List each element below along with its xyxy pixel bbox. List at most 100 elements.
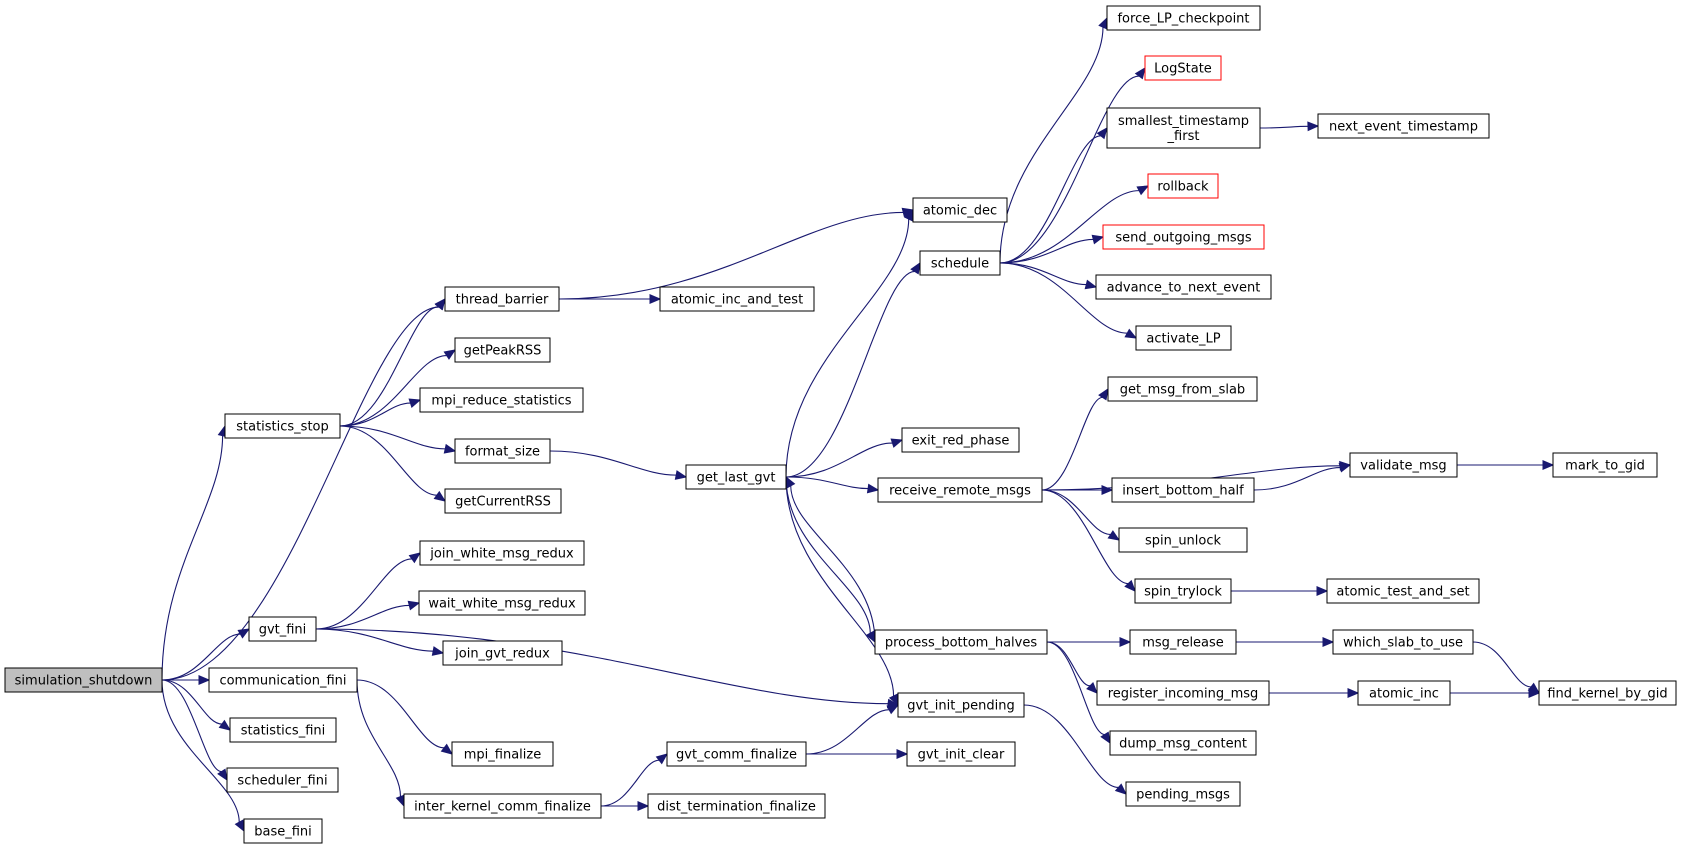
node-find_kernel_by_gid[interactable]: find_kernel_by_gid [1538, 680, 1677, 706]
node-gvt_init_pending[interactable]: gvt_init_pending [897, 692, 1025, 718]
node-validate_msg[interactable]: validate_msg [1349, 452, 1458, 478]
node-box [912, 197, 1008, 223]
edge-schedule-to-rollback [999, 185, 1150, 264]
node-communication_fini[interactable]: communication_fini [208, 667, 358, 693]
edge-get_last_gvt-to-atomic_dec [785, 208, 914, 478]
node-rollback[interactable]: rollback [1147, 173, 1219, 199]
edge-receive_remote_msgs-to-spin_unlock [1041, 489, 1121, 541]
node-format_size[interactable]: format_size [454, 438, 551, 464]
node-advance_to_next_event[interactable]: advance_to_next_event [1095, 274, 1272, 300]
node-label: validate_msg [1360, 459, 1446, 474]
edge-statistics_stop-to-getCurrentRSS [339, 425, 447, 502]
edge-receive_remote_msgs-to-insert_bottom_half [1042, 485, 1114, 495]
node-box [1106, 5, 1261, 31]
node-exit_red_phase[interactable]: exit_red_phase [901, 427, 1020, 453]
node-dist_termination_finalize[interactable]: dist_termination_finalize [647, 793, 826, 819]
node-getPeakRSS[interactable]: getPeakRSS [454, 337, 551, 363]
node-atomic_dec[interactable]: atomic_dec [912, 197, 1008, 223]
node-mpi_finalize[interactable]: mpi_finalize [451, 741, 554, 767]
node-next_event_timestamp[interactable]: next_event_timestamp [1317, 113, 1490, 139]
node-box [1147, 173, 1219, 199]
node-label: gvt_comm_finalize [676, 748, 797, 763]
node-activate_LP[interactable]: activate_LP [1135, 325, 1232, 351]
node-gvt_comm_finalize[interactable]: gvt_comm_finalize [666, 741, 807, 767]
node-box [874, 629, 1048, 655]
node-atomic_inc[interactable]: atomic_inc [1357, 680, 1451, 706]
node-spin_unlock[interactable]: spin_unlock [1118, 527, 1248, 553]
node-simulation_shutdown[interactable]: simulation_shutdown [4, 667, 163, 693]
node-wait_white_msg_redux[interactable]: wait_white_msg_redux [418, 590, 586, 616]
node-join_white_msg_redux[interactable]: join_white_msg_redux [419, 540, 585, 566]
node-box [444, 286, 560, 312]
node-get_msg_from_slab[interactable]: get_msg_from_slab [1107, 376, 1258, 402]
edge-spin_trylock-to-atomic_test_and_set [1231, 586, 1329, 596]
node-getCurrentRSS[interactable]: getCurrentRSS [444, 488, 562, 514]
node-box [1095, 274, 1272, 300]
edge-gvt_fini-to-join_white_msg_redux [315, 552, 422, 630]
node-inter_kernel_comm_finalize[interactable]: inter_kernel_comm_finalize [403, 793, 602, 819]
node-insert_bottom_half[interactable]: insert_bottom_half [1111, 477, 1255, 503]
node-smallest_timestamp_first[interactable]: smallest_timestamp_first [1106, 107, 1261, 149]
edge-schedule-to-advance_to_next_event [999, 262, 1098, 290]
node-get_last_gvt[interactable]: get_last_gvt [685, 464, 787, 490]
node-join_gvt_redux[interactable]: join_gvt_redux [442, 640, 563, 666]
node-pending_msgs[interactable]: pending_msgs [1125, 781, 1241, 807]
node-box [1134, 578, 1232, 604]
node-label: gvt_fini [259, 623, 307, 638]
node-box [4, 667, 163, 693]
edge-insert_bottom_half-to-validate_msg [1253, 462, 1352, 491]
node-mpi_reduce_statistics[interactable]: mpi_reduce_statistics [419, 387, 584, 413]
node-process_bottom_halves[interactable]: process_bottom_halves [874, 629, 1048, 655]
node-gvt_init_clear[interactable]: gvt_init_clear [906, 741, 1016, 767]
node-box [1096, 680, 1270, 706]
node-msg_release[interactable]: msg_release [1129, 629, 1237, 655]
node-atomic_test_and_set[interactable]: atomic_test_and_set [1326, 578, 1480, 604]
node-LogState[interactable]: LogState [1144, 55, 1222, 81]
node-box [208, 667, 358, 693]
node-which_slab_to_use[interactable]: which_slab_to_use [1332, 629, 1474, 655]
node-box [229, 717, 337, 743]
node-box [1109, 730, 1257, 756]
edge-smallest_timestamp_first-to-next_event_timestamp [1259, 121, 1320, 132]
node-label: getPeakRSS [464, 344, 542, 359]
node-label: thread_barrier [456, 293, 549, 308]
node-label: insert_bottom_half [1122, 484, 1244, 499]
node-scheduler_fini[interactable]: scheduler_fini [226, 767, 339, 793]
node-label: getCurrentRSS [455, 495, 551, 510]
node-force_LP_checkpoint[interactable]: force_LP_checkpoint [1106, 5, 1261, 31]
node-box [226, 767, 339, 793]
node-label: communication_fini [219, 674, 346, 689]
edge-schedule-to-activate_LP [999, 262, 1138, 339]
node-statistics_fini[interactable]: statistics_fini [229, 717, 337, 743]
node-atomic_inc_and_test[interactable]: atomic_inc_and_test [659, 286, 815, 312]
node-base_fini[interactable]: base_fini [243, 818, 323, 844]
node-label: advance_to_next_event [1107, 281, 1261, 296]
node-receive_remote_msgs[interactable]: receive_remote_msgs [877, 477, 1043, 503]
edge-receive_remote_msgs-to-spin_trylock [1041, 489, 1136, 592]
node-schedule[interactable]: schedule [919, 250, 1001, 276]
node-register_incoming_msg[interactable]: register_incoming_msg [1096, 680, 1270, 706]
node-gvt_fini[interactable]: gvt_fini [248, 616, 317, 642]
edge-get_last_gvt-to-receive_remote_msgs [785, 476, 880, 494]
edge-receive_remote_msgs-to-get_msg_from_slab [1041, 387, 1109, 491]
edge-inter_kernel_comm_finalize-to-gvt_comm_finalize [600, 753, 669, 807]
edge-process_bottom_halves-to-dump_msg_content [1046, 641, 1111, 745]
node-label: get_msg_from_slab [1120, 383, 1245, 398]
node-spin_trylock[interactable]: spin_trylock [1134, 578, 1232, 604]
edge-simulation_shutdown-to-communication_fini [162, 675, 211, 685]
node-label: rollback [1157, 180, 1209, 195]
node-thread_barrier[interactable]: thread_barrier [444, 286, 560, 312]
edge-get_last_gvt-to-process_bottom_halves [785, 476, 876, 644]
edge-statistics_stop-to-thread_barrier [339, 298, 446, 427]
node-box [442, 640, 563, 666]
node-statistics_stop[interactable]: statistics_stop [224, 413, 341, 439]
node-label: atomic_dec [923, 204, 997, 219]
node-mark_to_gid[interactable]: mark_to_gid [1552, 452, 1658, 478]
node-box [224, 413, 341, 439]
node-box [248, 616, 317, 642]
node-box [1552, 452, 1658, 478]
node-send_outgoing_msgs[interactable]: send_outgoing_msgs [1102, 224, 1265, 250]
node-label: _first [1167, 129, 1200, 144]
node-dump_msg_content[interactable]: dump_msg_content [1109, 730, 1257, 756]
node-label: send_outgoing_msgs [1115, 231, 1252, 246]
